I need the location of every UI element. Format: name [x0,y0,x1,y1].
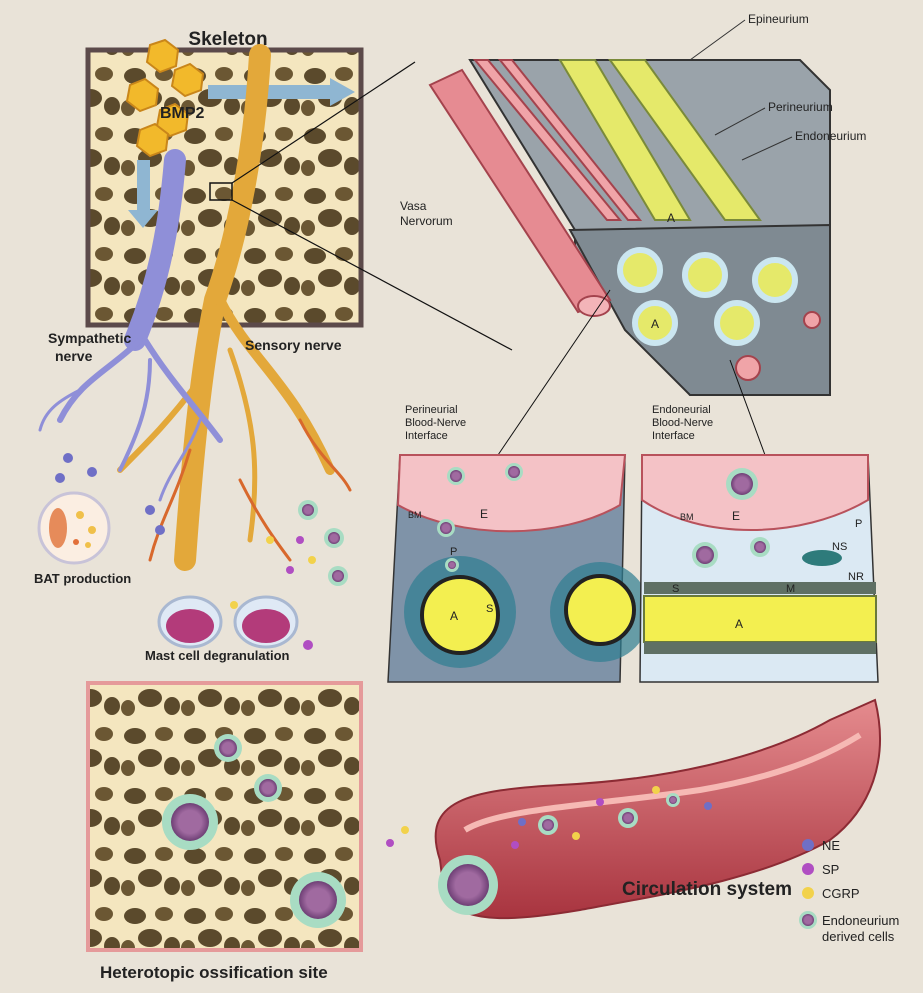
peri-letter-e: E [480,507,488,521]
vasa-label-2: Nervorum [400,214,453,228]
ho-site-label: Heterotopic ossification site [100,963,328,982]
endo-letter-p: P [855,518,862,530]
peri-interface-1: Perineurial [405,404,458,416]
ho-site-panel [88,683,361,950]
peri-letter-bm: BM [408,510,422,520]
endoneurium-label: Endoneurium [795,129,866,143]
sympathetic-label-2: nerve [55,348,93,364]
legend-ne-swatch [802,839,814,851]
bat-label: BAT production [34,571,131,586]
legend-cgrp-label: CGRP [822,886,860,901]
bat-cell [39,493,109,563]
bmp2-label: BMP2 [160,105,205,122]
peri-interface-2: Blood-Nerve [405,417,466,429]
endo-letter-a: A [735,617,743,631]
vasa-label-1: Vasa [400,199,427,213]
derived-cells-free [298,500,348,586]
peri-interface-3: Interface [405,430,448,442]
epineurium-label: Epineurium [748,12,809,26]
endo-interface-3: Interface [652,430,695,442]
endoneurial-inset [640,455,878,682]
sympathetic-label-1: Sympathetic [48,330,131,346]
legend-sp-swatch [802,863,814,875]
legend-cgrp-swatch [802,887,814,899]
legend-ne-label: NE [822,838,840,853]
endo-interface-2: Blood-Nerve [652,417,713,429]
legend-cell-label-2: derived cells [822,929,895,944]
perineurium-label: Perineurium [768,100,833,114]
perineurial-inset [388,455,650,682]
axon-label-bottom: A [651,317,659,331]
sensory-label: Sensory nerve [245,337,342,353]
endo-letter-nr: NR [848,571,864,583]
peri-letter-p: P [450,546,457,558]
circulation-label: Circulation system [622,879,792,900]
axon-label-top: A [667,211,675,225]
endo-letter-s: S [672,583,679,595]
endo-interface-1: Endoneurial [652,404,711,416]
peri-letter-a: A [450,609,458,623]
legend-sp-label: SP [822,862,839,877]
endo-letter-e: E [732,509,740,523]
endo-letter-ns: NS [832,541,847,553]
peri-letter-s: S [486,603,493,615]
legend: NE SP CGRP Endoneurium derived cells [799,838,899,944]
endo-letter-m: M [786,583,795,595]
legend-cell-label-1: Endoneurium [822,913,899,928]
mast-cells [159,597,297,647]
endo-letter-bm: BM [680,512,694,522]
mast-label: Mast cell degranulation [145,648,290,663]
